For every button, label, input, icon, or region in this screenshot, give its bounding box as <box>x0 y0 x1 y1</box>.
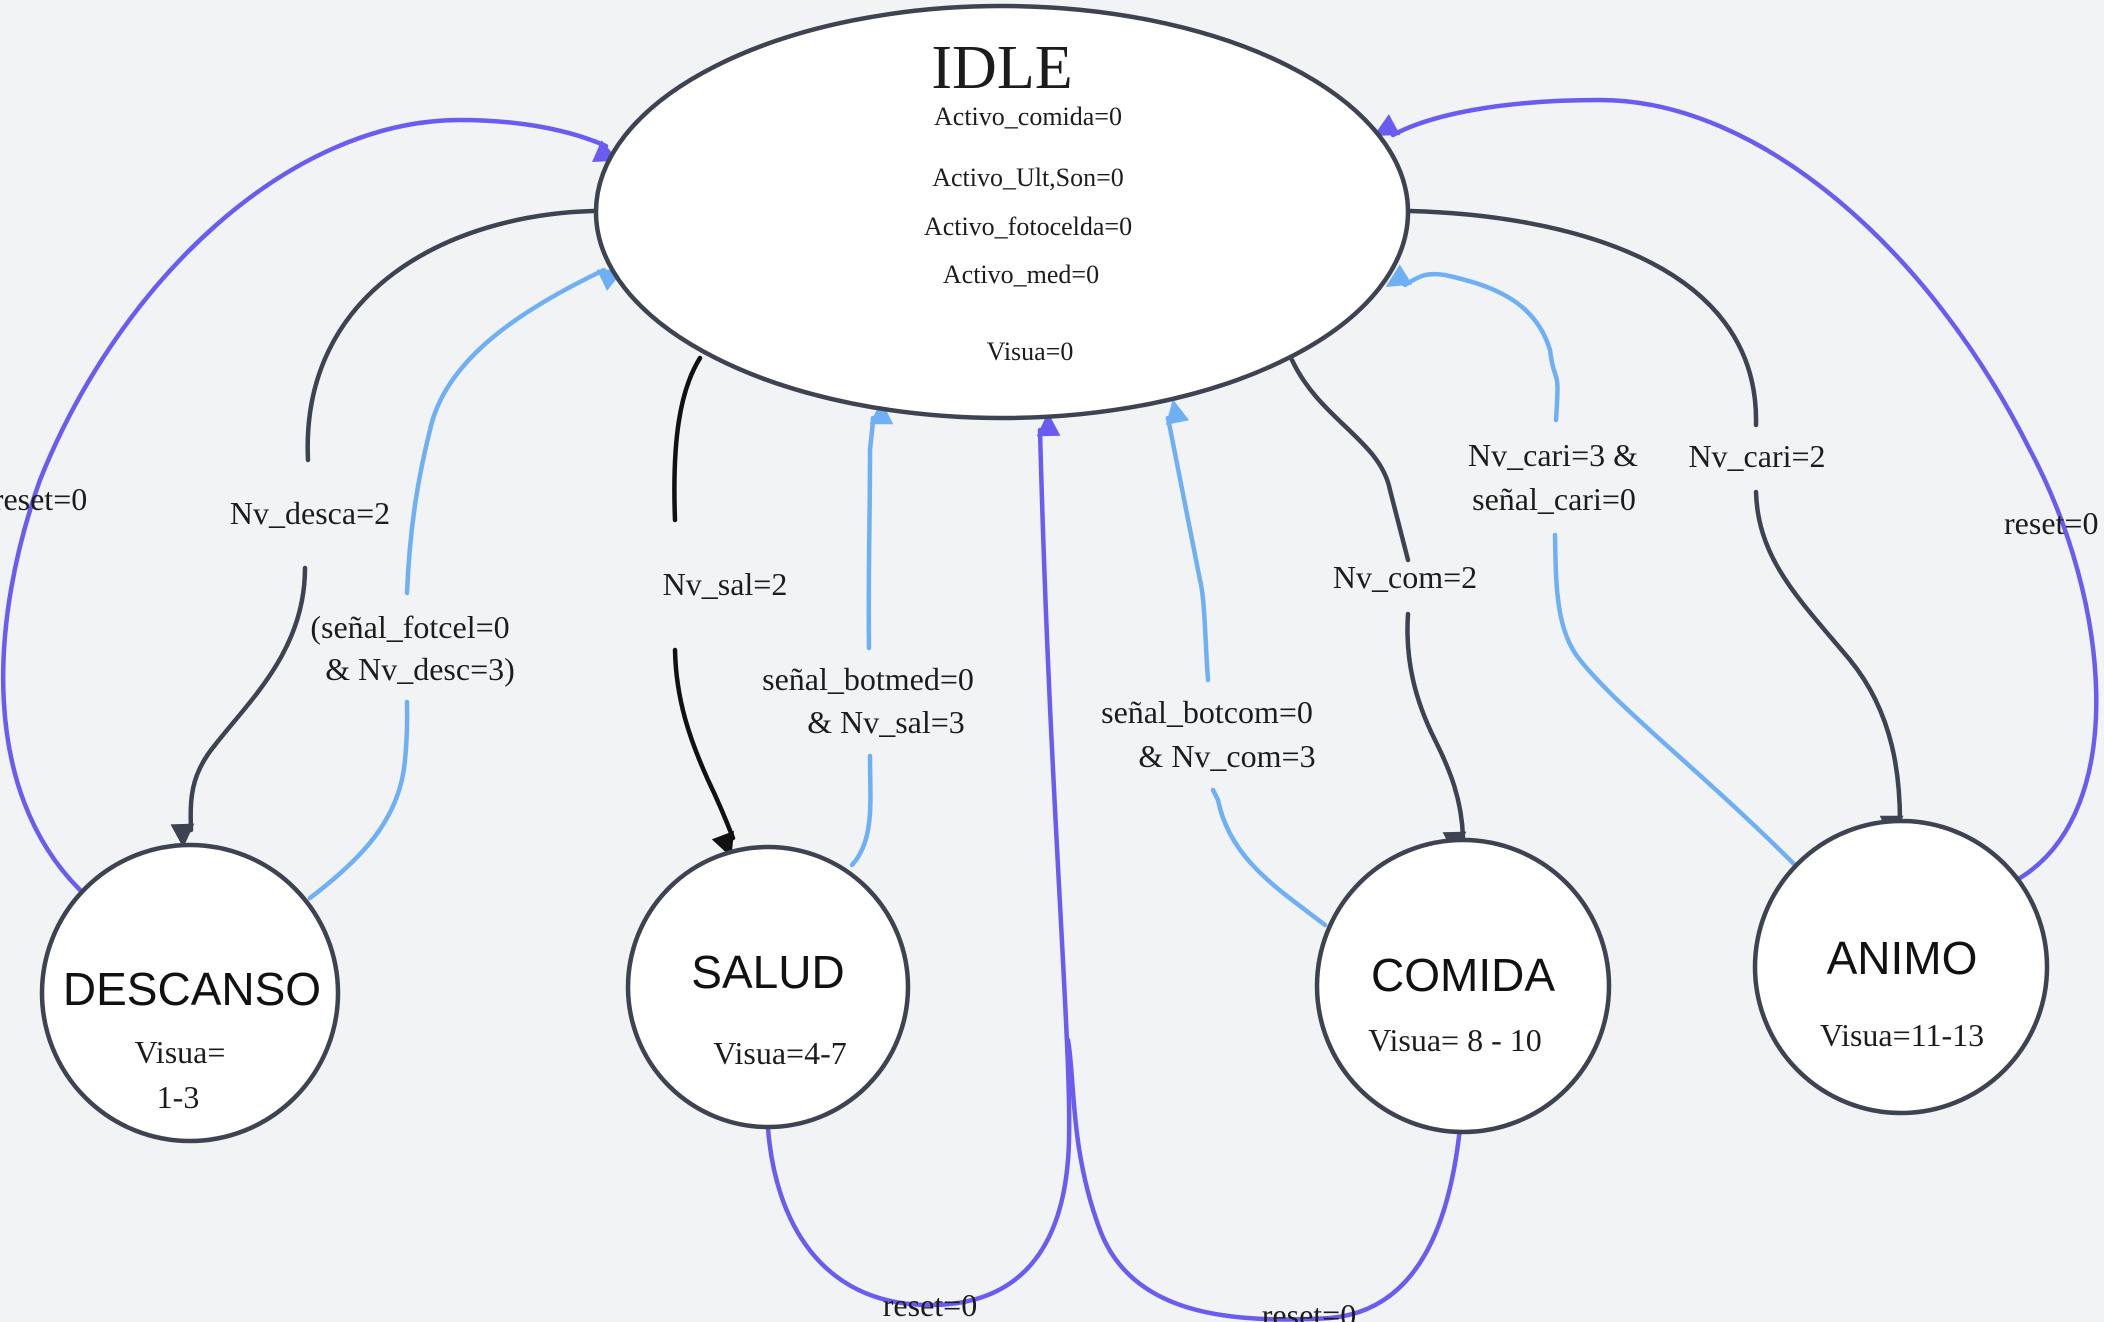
label-reset-salud: reset=0 <box>883 1287 977 1322</box>
edge-idle-to-comida <box>1289 357 1463 838</box>
state-comida-name: COMIDA <box>1371 949 1555 1001</box>
label-animo-to-idle-line1: Nv_cari=3 & <box>1468 437 1638 473</box>
state-idle: IDLE Activo_comida=0 Activo_Ult,Son=0 Ac… <box>593 3 1411 421</box>
label-animo-to-idle-line2: señal_cari=0 <box>1472 481 1636 517</box>
edge-salud-to-idle <box>852 418 873 868</box>
state-salud-name: SALUD <box>691 946 844 998</box>
edge-idle-to-animo <box>1407 208 1900 822</box>
label-idle-to-animo: Nv_cari=2 <box>1688 438 1825 474</box>
state-descanso: DESCANSO Visua= 1-3 <box>39 842 341 1144</box>
state-descanso-name: DESCANSO <box>63 963 321 1015</box>
label-reset-descanso: reset=0 <box>0 481 87 517</box>
edge-idle-to-descanso <box>191 208 596 830</box>
label-descanso-to-idle-line2: & Nv_desc=3) <box>325 651 515 687</box>
state-comida: COMIDA Visua= 8 - 10 <box>1314 837 1612 1135</box>
idle-output-activo-comida: Activo_comida=0 <box>934 102 1122 131</box>
state-salud: SALUD Visua=4-7 <box>625 844 911 1130</box>
idle-output-activo-fotocelda: Activo_fotocelda=0 <box>924 212 1132 241</box>
state-descanso-visua-line1: Visua= <box>135 1034 226 1070</box>
label-salud-to-idle-line1: señal_botmed=0 <box>762 661 974 697</box>
label-salud-to-idle-line2: & Nv_sal=3 <box>807 704 965 740</box>
label-idle-to-descanso: Nv_desca=2 <box>230 495 390 531</box>
label-descanso-to-idle-line1: (señal_fotcel=0 <box>310 609 509 645</box>
edge-animo-to-idle <box>1405 274 1798 868</box>
state-comida-visua: Visua= 8 - 10 <box>1368 1022 1541 1058</box>
state-idle-name: IDLE <box>931 34 1072 102</box>
state-animo-visua: Visua=11-13 <box>1820 1017 1984 1053</box>
idle-output-activo-ult-son: Activo_Ult,Son=0 <box>932 163 1124 192</box>
edge-reset-descanso-idle <box>0 117 619 893</box>
state-animo-name: ANIMO <box>1827 932 1978 984</box>
label-comida-to-idle-line1: señal_botcom=0 <box>1101 694 1313 730</box>
state-salud-visua: Visua=4-7 <box>713 1035 846 1071</box>
label-idle-to-salud: Nv_sal=2 <box>663 566 788 602</box>
idle-output-activo-med: Activo_med=0 <box>943 260 1099 289</box>
idle-output-visua: Visua=0 <box>987 337 1074 366</box>
label-comida-to-idle-line2: & Nv_com=3 <box>1138 738 1315 774</box>
edge-reset-comida-idle <box>1065 1037 1463 1322</box>
edge-comida-to-idle <box>1168 418 1328 928</box>
state-animo: ANIMO Visua=11-13 <box>1752 818 2050 1116</box>
edge-descanso-to-idle <box>307 270 604 901</box>
edge-reset-salud-idle <box>765 412 1072 1308</box>
edge-reset-animo-idle <box>1373 97 2099 881</box>
label-reset-animo: reset=0 <box>2004 505 2098 541</box>
edge-idle-to-salud <box>672 355 733 838</box>
state-descanso-visua-line2: 1-3 <box>157 1079 200 1115</box>
label-reset-comida: reset=0 <box>1262 1297 1356 1322</box>
label-idle-to-comida: Nv_com=2 <box>1333 559 1477 595</box>
